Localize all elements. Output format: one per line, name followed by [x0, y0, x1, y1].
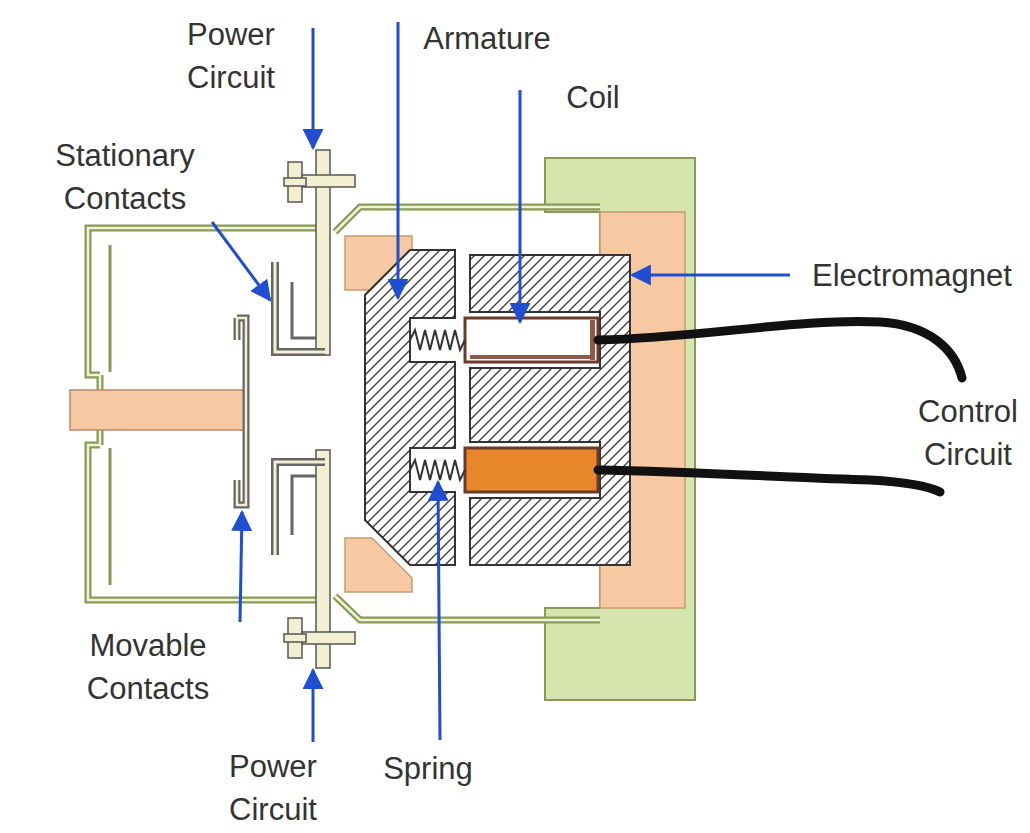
armature — [365, 250, 455, 565]
part-label: Spring — [368, 747, 488, 790]
terminal-label: Power Circuit — [213, 745, 333, 831]
movable-contacts — [237, 318, 246, 505]
part-label: Coil — [543, 76, 643, 119]
terminal-label: Power Circuit — [171, 13, 291, 99]
return-springs — [410, 330, 465, 480]
leader-arrows — [212, 22, 790, 742]
coil-windings — [465, 318, 598, 492]
circuit-label: Control Circuit — [913, 390, 1023, 476]
part-label: Armature — [387, 17, 587, 60]
part-label: Movable Contacts — [73, 624, 223, 710]
part-label: Stationary Contacts — [45, 134, 205, 220]
control-wires — [598, 321, 962, 492]
actuating-rod — [70, 390, 245, 430]
electromagnet-core — [470, 255, 630, 565]
part-label: Electromagnet — [802, 254, 1022, 297]
stationary-contacts — [275, 262, 325, 555]
